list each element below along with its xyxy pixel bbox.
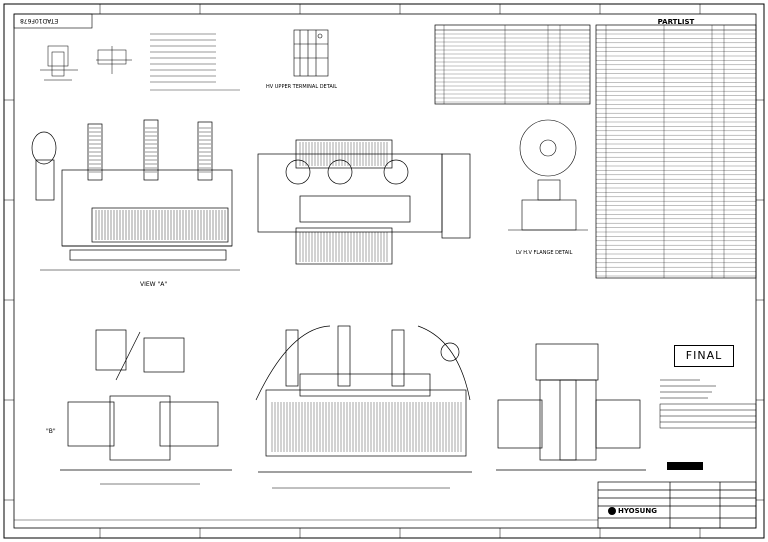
hv-terminal-detail <box>293 29 329 77</box>
hv-terminal-label: HV UPPER TERMINAL DETAIL <box>266 84 338 90</box>
side-view-radiator-fins <box>95 210 226 240</box>
mounting-detail <box>40 45 132 81</box>
company-logo-icon <box>608 507 616 515</box>
front-view-left <box>60 329 232 485</box>
zone-ticks <box>4 4 764 538</box>
final-stamp: FINAL <box>674 345 734 367</box>
corner-id-box <box>13 13 93 29</box>
plan-view <box>257 139 471 265</box>
partlist-table <box>434 24 757 279</box>
approval-stamp <box>667 462 703 470</box>
partlist-rows-right <box>596 33 756 277</box>
flange-detail <box>508 119 588 231</box>
view-a-label: VIEW "A" <box>140 281 168 288</box>
partlist-rows-left <box>435 33 590 103</box>
flange-label: LV H.V FLANGE DETAIL <box>516 250 573 256</box>
title-block <box>597 481 757 529</box>
corner-id-label: ETAD10F678 <box>20 17 59 24</box>
side-view-bottom-right <box>496 343 646 471</box>
side-view-bushing-ribs <box>89 127 211 173</box>
front-view-fins <box>271 402 462 452</box>
notes-list <box>150 33 240 91</box>
front-view-center <box>255 325 472 489</box>
sheet-outer-border <box>3 3 765 539</box>
company-logo: HYOSUNG <box>608 507 657 515</box>
notes-block <box>659 379 757 429</box>
partlist-title: PARTLIST <box>657 18 695 26</box>
plan-view-radiator-fins <box>299 142 388 262</box>
partlist-columns <box>443 25 725 278</box>
arrow-b-label: "B" <box>46 428 56 435</box>
company-name: HYOSUNG <box>618 507 657 515</box>
side-view-top <box>31 119 240 271</box>
